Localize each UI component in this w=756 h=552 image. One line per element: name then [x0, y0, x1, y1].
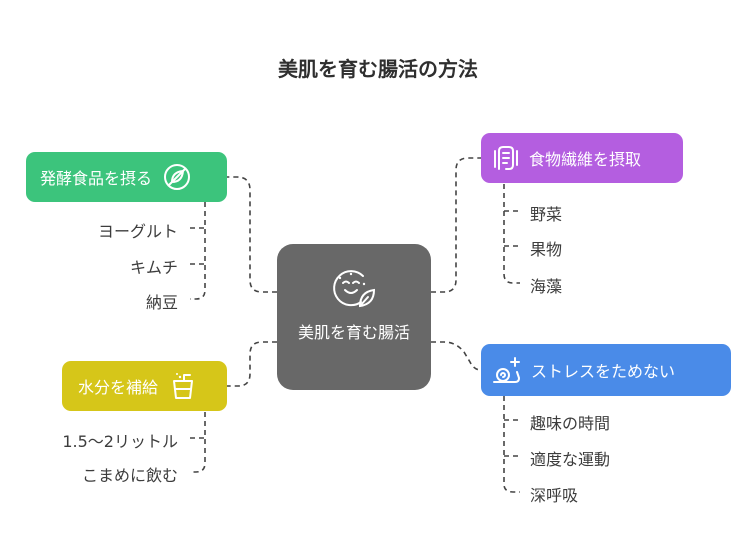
no-leaf-icon: [162, 162, 192, 192]
fermented-item-natto: 納豆: [145, 293, 178, 312]
water-item-amount: 1.5〜2リットル: [62, 432, 178, 451]
fiber-item-fruits: 果物: [530, 240, 563, 259]
water-glass-icon: [170, 371, 196, 401]
fermented-item-yogurt: ヨーグルト: [97, 222, 178, 241]
page-title: 美肌を育む腸活の方法: [278, 57, 478, 81]
branch-water: 水分を補給: [62, 361, 227, 411]
stress-item-exercise: 適度な運動: [530, 450, 611, 469]
branch-stress-label: ストレスをためない: [531, 362, 676, 381]
connector-fermented: [227, 176, 277, 293]
connector-fiber: [431, 157, 481, 293]
center-label: 美肌を育む腸活: [297, 323, 410, 342]
snail-plus-icon: [491, 354, 523, 386]
fiber-item-seaweed: 海藻: [530, 277, 563, 296]
branch-water-label: 水分を補給: [78, 378, 159, 397]
water-item-frequent: こまめに飲む: [81, 466, 178, 485]
center-node: 美肌を育む腸活: [277, 244, 431, 390]
stress-item-breathing: 深呼吸: [530, 486, 579, 505]
branch-fermented-label: 発酵食品を摂る: [40, 169, 153, 188]
branch-fermented-foods: 発酵食品を摂る: [26, 152, 227, 202]
connector-water: [227, 341, 277, 387]
face-leaf-icon: [330, 266, 378, 316]
branch-dietary-fiber: 食物繊維を摂取: [481, 133, 683, 183]
connector-stress: [431, 341, 482, 371]
branch-fiber-label: 食物繊維を摂取: [529, 150, 642, 169]
stress-item-hobby: 趣味の時間: [530, 414, 611, 433]
intestine-icon: [491, 143, 521, 173]
fiber-item-vegetables: 野菜: [530, 205, 563, 224]
fermented-item-kimchi: キムチ: [129, 258, 178, 277]
branch-stress: ストレスをためない: [481, 344, 731, 396]
